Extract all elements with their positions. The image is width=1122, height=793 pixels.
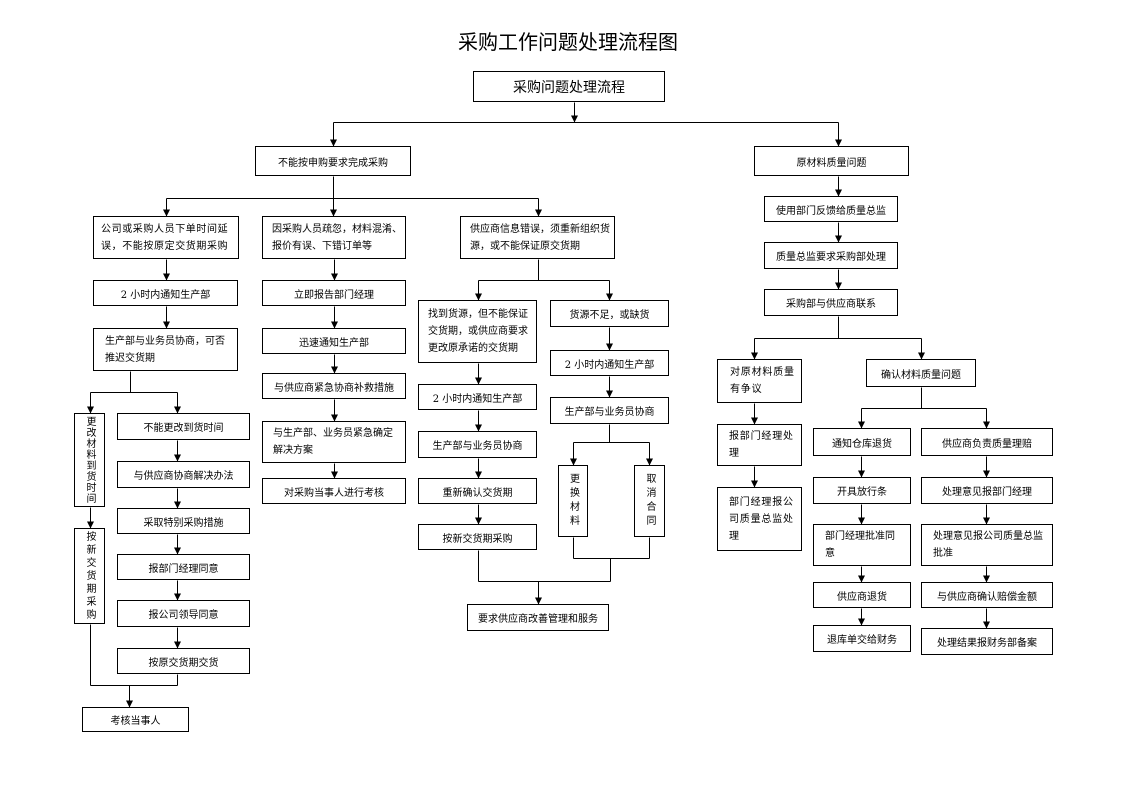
node-unable-to-complete: 不能按申购要求完成采购 (255, 146, 411, 176)
node-urgent-solution: 与生产部、业务员紧急确定 解决方案 (262, 421, 406, 463)
node-text-line: 报部门经理处 (729, 431, 794, 442)
node-vertical-text: 取消合同 (644, 473, 655, 529)
node-assess-buyer: 对采购当事人进行考核 (262, 478, 406, 504)
node-source-found: 找到货源，但不能保证 交货期，或供应商要求 更改原承诺的交货期 (418, 300, 537, 363)
node-text-line: 与生产部、业务员紧急确定 (273, 428, 393, 439)
node-urgent-remedy: 与供应商紧急协商补救措施 (262, 373, 406, 399)
node-vertical-text: 按新交货期采购 (84, 530, 95, 622)
node-issue-release-note: 开具放行条 (813, 477, 911, 504)
node-vertical-text: 更换材料 (567, 473, 579, 529)
node-supplier-info-error: 供应商信息错误，须重新组织货 源，或不能保证原交货期 (460, 216, 615, 259)
node-source-found-purchase: 按新交货期采购 (418, 524, 537, 550)
node-claim-report-director: 处理意见报公司质量总监 批准 (921, 524, 1053, 566)
node-text-line: 意 (825, 548, 835, 559)
node-negotiate-supplier-solution: 与供应商协商解决办法 (117, 461, 250, 488)
node-text-line: 交货期，或供应商要求 (428, 326, 528, 337)
node-text-line: 报价有误、下错订单等 (272, 240, 372, 252)
node-notify-warehouse-return: 通知仓库退货 (813, 428, 911, 456)
node-result-finance-record: 处理结果报财务部备案 (921, 628, 1053, 655)
node-dept-manager-approve: 报部门经理同意 (117, 554, 250, 580)
node-feedback-quality-director: 使用部门反馈给质量总监 (764, 196, 898, 222)
node-text-line: 公司或采购人员下单时间延 (101, 223, 229, 235)
node-text-line: 找到货源，但不能保证 (428, 309, 528, 320)
node-deliver-original-date: 按原交货期交货 (117, 648, 250, 674)
node-text-line: 对原材料质量 (730, 367, 795, 378)
node-claim-report-manager: 处理意见报部门经理 (921, 477, 1053, 504)
node-supplier-return: 供应商退货 (813, 582, 911, 608)
node-company-leader-approve: 报公司领导同意 (117, 600, 250, 627)
node-material-quality: 原材料质量问题 (754, 146, 909, 176)
node-source-found-notify: 2 小时内通知生产部 (418, 384, 537, 410)
node-root: 采购问题处理流程 (473, 71, 665, 102)
node-vertical-text: 更改材料到货时间 (84, 416, 95, 504)
node-text-line: 司质量总监处 (729, 513, 794, 525)
node-purchase-new-date: 按新交货期采购 (74, 528, 105, 624)
node-text-line: 源，或不能保证原交货期 (470, 240, 580, 252)
node-dispute-report-director: 部门经理报公 司质量总监处 理 (717, 487, 802, 551)
node-reconfirm-date: 重新确认交货期 (418, 478, 537, 504)
node-order-delay-negotiate: 生产部与业务员协商，可否 推迟交货期 (93, 328, 238, 371)
node-source-found-negotiate: 生产部与业务员协商 (418, 431, 537, 458)
node-quality-dispute: 对原材料质量 有争议 (717, 359, 802, 403)
node-text-line: 部门经理批准同 (825, 531, 895, 542)
node-notify-production-quick: 迅速通知生产部 (262, 328, 406, 354)
node-text-line: 理 (729, 530, 739, 542)
node-text-line: 部门经理报公 (729, 496, 794, 508)
node-text-line: 理 (729, 448, 739, 459)
node-confirm-quality-issue: 确认材料质量问题 (866, 359, 976, 387)
node-supplier-improve: 要求供应商改善管理和服务 (467, 604, 609, 631)
node-manager-approve-return: 部门经理批准同 意 (813, 524, 911, 566)
node-text-line: 解决方案 (273, 445, 313, 456)
node-contact-supplier: 采购部与供应商联系 (764, 289, 898, 316)
node-text-line: 批准 (933, 548, 953, 559)
node-text-line: 处理意见报公司质量总监 (933, 531, 1043, 542)
node-text-line: 有争议 (730, 384, 763, 395)
node-special-measures: 采取特别采购措施 (117, 508, 250, 534)
node-director-request-purchasing: 质量总监要求采购部处理 (764, 242, 898, 269)
node-shortage: 货源不足，或缺货 (550, 300, 669, 327)
node-text-line: 推迟交货期 (105, 352, 155, 364)
node-shortage-negotiate: 生产部与业务员协商 (550, 397, 669, 424)
node-shortage-notify: 2 小时内通知生产部 (550, 350, 669, 376)
node-cannot-change-arrival: 不能更改到货时间 (117, 413, 250, 440)
node-negligence: 因采购人员疏忽，材料混淆、 报价有误、下错订单等 (262, 216, 406, 259)
node-assess-person: 考核当事人 (82, 707, 189, 732)
node-supplier-claim: 供应商负责质量理赔 (921, 428, 1053, 456)
node-text-line: 更改原承诺的交货期 (428, 343, 518, 354)
node-text-line: 因采购人员疏忽，材料混淆、 (272, 223, 402, 235)
node-cancel-contract: 取消合同 (634, 465, 665, 537)
node-order-delay: 公司或采购人员下单时间延 误，不能按原定交货期采购 (93, 216, 239, 259)
node-report-dept-manager: 立即报告部门经理 (262, 280, 406, 306)
node-text-line: 误，不能按原定交货期采购 (101, 240, 229, 252)
node-text-line: 供应商信息错误，须重新组织货 (470, 223, 610, 235)
node-confirm-compensation: 与供应商确认赔偿金额 (921, 582, 1053, 608)
node-change-arrival-time: 更改材料到货时间 (74, 413, 105, 507)
node-return-slip-finance: 退库单交给财务 (813, 625, 911, 652)
node-order-delay-notify: 2 小时内通知生产部 (93, 280, 238, 306)
node-dispute-report-manager: 报部门经理处 理 (717, 424, 802, 466)
node-replace-material: 更换材料 (558, 465, 588, 537)
diagram-title: 采购工作问题处理流程图 (458, 30, 678, 54)
node-text-line: 生产部与业务员协商，可否 (105, 335, 225, 347)
